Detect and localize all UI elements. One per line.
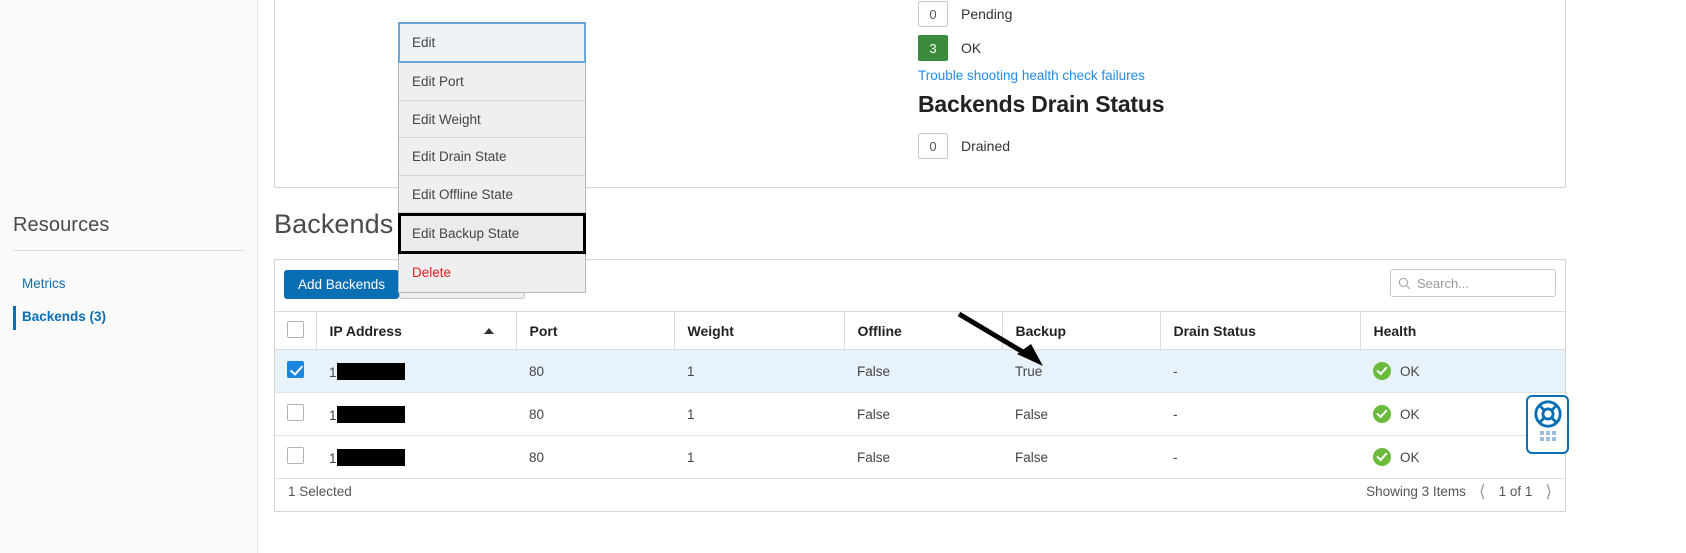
column-header-weight[interactable]: Weight [674,311,845,350]
ip-redaction-bar [336,362,405,380]
sidebar-item-backends-label: Backends (3) [22,309,107,324]
search-input[interactable] [1417,275,1547,291]
column-header-ip-address-label: IP Address [329,322,402,339]
cell-ip-address: 1 [316,349,516,393]
column-header-ip-address[interactable]: IP Address [316,311,517,350]
menu-item-edit-offline-state[interactable]: Edit Offline State [399,176,585,213]
backends-table-panel: Add Backends [274,259,1566,512]
menu-item-edit-port[interactable]: Edit Port [399,63,585,101]
row-select-cell[interactable] [275,349,316,393]
chevron-right-icon[interactable]: ⟩ [1545,481,1552,501]
ip-prefix: 1 [329,364,337,380]
ip-prefix: 1 [329,450,337,466]
cell-offline: False [844,349,1002,393]
selection-count: 1 Selected [288,483,352,499]
ok-count-badge: 3 [918,35,948,61]
pagination: Showing 3 Items ⟨ 1 of 1 ⟩ [1366,483,1552,500]
drained-count-badge: 0 [918,133,948,159]
backends-drain-status-heading: Backends Drain Status [918,91,1165,117]
health-label: OK [1400,449,1420,465]
chevron-left-icon[interactable]: ⟨ [1478,481,1486,501]
status-row-ok: 3 OK [918,34,1558,62]
cell-port: 80 [516,392,674,436]
cell-port: 80 [516,435,674,479]
column-header-offline[interactable]: Offline [844,311,1003,350]
ip-prefix: 1 [329,407,337,423]
cell-ip-address: 1 [316,392,516,436]
pending-label: Pending [961,6,1013,22]
cell-port: 80 [516,349,674,393]
life-preserver-icon [1533,400,1562,428]
cell-offline: False [844,392,1002,436]
row-select-cell[interactable] [275,435,316,479]
search-box[interactable] [1390,269,1556,297]
cell-backup: False [1002,392,1160,436]
table-footer: 1 Selected Showing 3 Items ⟨ 1 of 1 ⟩ [275,471,1565,511]
table-row[interactable]: 1 80 1 False True - OK [275,349,1565,393]
status-row-pending: 0 Pending [918,0,1558,28]
cell-ip-address: 1 [316,435,516,479]
status-row-drained: 0 Drained [918,132,1558,160]
drag-grip-icon[interactable] [1539,431,1556,441]
health-label: OK [1400,363,1420,379]
menu-item-edit[interactable]: Edit [398,22,586,63]
menu-item-edit-backup-state[interactable]: Edit Backup State [398,213,586,254]
column-header-select-all[interactable] [275,311,317,350]
table-row[interactable]: 1 80 1 False False - OK [275,435,1565,479]
sort-ascending-icon [483,327,494,334]
active-indicator [13,306,16,330]
cell-weight: 1 [674,435,844,479]
table-body: 1 80 1 False True - OK [275,349,1565,479]
column-header-drain-status[interactable]: Drain Status [1160,311,1361,350]
column-header-health[interactable]: Health [1360,311,1565,350]
showing-items-count: Showing 3 Items [1366,483,1466,499]
health-ok-icon [1373,362,1391,380]
cell-backup: False [1002,435,1160,479]
sidebar-title: Resources [13,214,110,236]
cell-backup: True [1002,349,1160,393]
ip-redaction-bar [336,405,405,423]
cell-weight: 1 [674,349,844,393]
column-header-backup[interactable]: Backup [1002,311,1161,350]
health-ok-icon [1373,405,1391,423]
cell-drain-status: - [1160,349,1360,393]
backends-table: IP Address Port Weight Offline Backup Dr… [275,311,1565,479]
help-widget[interactable] [1526,395,1569,454]
ok-label: OK [961,40,982,56]
row-checkbox[interactable] [287,404,304,421]
sidebar-divider [13,250,245,251]
health-label: OK [1400,406,1420,422]
page-title: Backends [274,209,394,239]
table-row[interactable]: 1 80 1 False False - OK [275,392,1565,436]
row-actions-menu: Edit Edit Port Edit Weight Edit Drain St… [398,22,586,293]
pending-count-badge: 0 [918,1,948,27]
sidebar-item-metrics[interactable]: Metrics [22,276,66,291]
sidebar-item-backends[interactable]: Backends (3) [13,306,243,330]
menu-item-edit-drain-state[interactable]: Edit Drain State [399,138,585,176]
page-indicator: 1 of 1 [1498,483,1533,499]
add-backends-button[interactable]: Add Backends [284,270,400,299]
menu-item-edit-weight[interactable]: Edit Weight [399,101,585,138]
column-header-port[interactable]: Port [516,311,675,350]
troubleshoot-health-check-link[interactable]: Trouble shooting health check failures [918,68,1145,83]
ip-redaction-bar [336,448,405,466]
sidebar: Resources Metrics Backends (3) [0,0,258,553]
cell-offline: False [844,435,1002,479]
cell-weight: 1 [674,392,844,436]
search-icon [1398,277,1411,289]
backends-status-panel: 0 Pending 3 OK Trouble shooting health c… [918,0,1558,166]
cell-drain-status: - [1160,392,1360,436]
select-all-checkbox[interactable] [286,320,304,338]
table-header-row: IP Address Port Weight Offline Backup Dr… [275,311,1565,350]
cell-drain-status: - [1160,435,1360,479]
row-select-cell[interactable] [275,392,316,436]
menu-item-delete[interactable]: Delete [412,265,452,280]
health-ok-icon [1373,448,1391,466]
row-checkbox[interactable] [287,447,304,464]
cell-health: OK [1360,349,1565,393]
row-checkbox[interactable] [287,361,304,378]
drained-label: Drained [961,138,1011,154]
